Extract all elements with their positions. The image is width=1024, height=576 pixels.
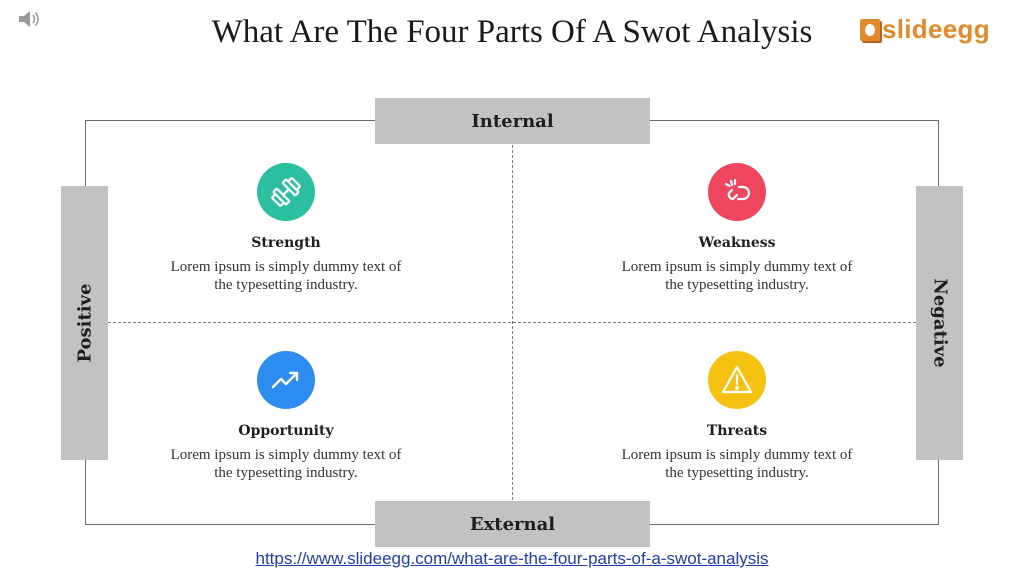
axis-label-negative: Negative	[916, 186, 963, 460]
desc-line: Lorem ipsum is simply dummy text of	[621, 447, 853, 463]
quadrant-title-opportunity: Opportunity	[238, 423, 334, 439]
axis-label-text: External	[469, 513, 556, 535]
desc-line: Lorem ipsum is simply dummy text of	[170, 447, 402, 463]
broken-link-icon	[708, 163, 766, 221]
desc-line: Lorem ipsum is simply dummy text of	[621, 259, 853, 275]
quadrant-desc-opportunity: Lorem ipsum is simply dummy text of the …	[136, 446, 436, 482]
axis-label-internal: Internal	[375, 98, 650, 144]
axis-label-external: External	[375, 501, 650, 547]
quadrant-title-threats: Threats	[706, 423, 768, 439]
speaker-icon[interactable]	[16, 8, 42, 30]
desc-line: Lorem ipsum is simply dummy text of	[170, 259, 402, 275]
quadrant-desc-strength: Lorem ipsum is simply dummy text of the …	[136, 258, 436, 294]
horizontal-divider	[108, 322, 916, 323]
egg-logo-icon	[860, 18, 880, 41]
axis-label-text: Positive	[74, 283, 95, 363]
page-title: What Are The Four Parts Of A Swot Analys…	[211, 14, 813, 50]
quadrant-desc-threats: Lorem ipsum is simply dummy text of the …	[587, 446, 887, 482]
desc-line: the typesetting industry.	[665, 465, 809, 481]
axis-label-positive: Positive	[61, 186, 108, 460]
source-link[interactable]: https://www.slideegg.com/what-are-the-fo…	[255, 549, 769, 568]
axis-label-text: Internal	[471, 110, 554, 132]
desc-line: the typesetting industry.	[214, 465, 358, 481]
desc-line: the typesetting industry.	[214, 277, 358, 293]
quadrant-title-weakness: Weakness	[698, 235, 776, 251]
trend-up-icon	[257, 351, 315, 409]
dumbbell-icon	[257, 163, 315, 221]
desc-line: the typesetting industry.	[665, 277, 809, 293]
slideegg-logo[interactable]: slideegg	[860, 14, 990, 45]
axis-label-text: Negative	[929, 278, 950, 368]
warning-icon	[708, 351, 766, 409]
quadrant-title-strength: Strength	[251, 235, 321, 251]
logo-text: slideegg	[882, 14, 990, 44]
quadrant-desc-weakness: Lorem ipsum is simply dummy text of the …	[587, 258, 887, 294]
